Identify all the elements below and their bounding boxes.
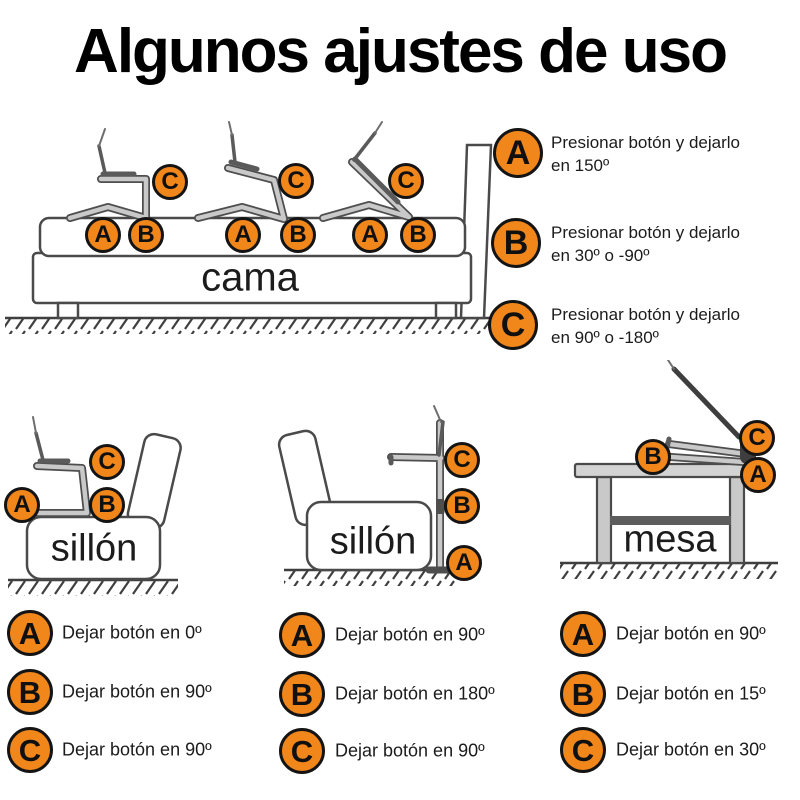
bed-stand2-marker-a: A	[225, 217, 261, 253]
bed-stand2-marker-b: B	[280, 217, 316, 253]
laptop-stand-position-3	[319, 121, 413, 222]
armchair-left-marker-a: A	[4, 487, 40, 523]
table-marker-c: C	[739, 420, 775, 456]
bed-stand3-marker-c: C	[388, 163, 424, 199]
armchair-middle-marker-b: B	[444, 488, 480, 524]
legend-text-a: Presionar botón y dejarlo en 150º	[551, 133, 741, 175]
laptop-stand-position-1	[66, 128, 150, 222]
bed-leg-left	[56, 301, 80, 320]
armchair-middle-illustration	[277, 405, 457, 586]
legend3-text-b: Dejar botón en 15º	[616, 683, 766, 704]
legend3-marker-b: B	[560, 671, 606, 717]
legend-text-b: Presionar botón y dejarlo en 30º o -90º	[551, 223, 741, 265]
bed-stand1-marker-c: C	[152, 164, 188, 200]
armchair-middle-label: sillón	[329, 520, 417, 563]
legend1-marker-b: B	[7, 669, 53, 715]
bed-stand3-marker-a: A	[352, 217, 388, 253]
legend-marker-b: B	[491, 218, 541, 268]
legend2-text-c: Dejar botón en 90º	[335, 740, 485, 761]
armchair-middle-marker-a: A	[446, 545, 482, 581]
armchair-left-marker-c: C	[89, 444, 125, 480]
legend1-text-a: Dejar botón en 0º	[62, 622, 202, 643]
laptop-stand-folded	[663, 360, 756, 466]
ground	[560, 561, 778, 579]
legend-marker-a: A	[493, 128, 543, 178]
legend3-marker-c: C	[560, 727, 606, 773]
legend2-marker-c: C	[279, 728, 325, 774]
armchair-middle-marker-c: C	[444, 442, 480, 478]
table-leg-left	[595, 475, 613, 565]
legend1-marker-c: C	[7, 727, 53, 773]
legend2-marker-b: B	[279, 671, 325, 717]
armchair-left-marker-b: B	[89, 487, 125, 523]
backrest	[126, 432, 182, 530]
page-title: Algunos ajustes de uso	[74, 17, 728, 86]
table-crossbar	[610, 516, 731, 525]
table-marker-b: B	[635, 439, 671, 475]
legend3-text-a: Dejar botón en 90º	[616, 623, 766, 644]
bed-stand1-marker-a: A	[85, 217, 121, 253]
bed-leg-right	[434, 301, 458, 320]
legend3-marker-a: A	[560, 611, 606, 657]
legend2-marker-a: A	[279, 612, 325, 658]
bed-stand2-marker-c: C	[278, 163, 314, 199]
bed-label: cama	[201, 255, 299, 300]
bed-stand1-marker-b: B	[128, 217, 164, 253]
legend-marker-c: C	[488, 300, 538, 350]
table-leg-right	[728, 475, 746, 565]
legend2-text-b: Dejar botón en 180º	[335, 683, 495, 704]
armchair-left-illustration	[8, 416, 182, 596]
table-illustration	[560, 360, 778, 579]
bed-stand3-marker-b: B	[400, 217, 436, 253]
legend1-marker-a: A	[7, 610, 53, 656]
legend2-text-a: Dejar botón en 90º	[335, 624, 485, 645]
legend3-text-c: Dejar botón en 30º	[616, 739, 766, 760]
table-label: mesa	[623, 518, 717, 561]
legend-text-c: Presionar botón y dejarlo en 90º o -180º	[551, 305, 741, 347]
ground	[8, 578, 178, 596]
laptop-stand	[32, 416, 91, 517]
armchair-left-label: sillón	[50, 527, 138, 570]
legend1-text-c: Dejar botón en 90º	[62, 739, 212, 760]
ground	[5, 316, 500, 334]
legend1-text-b: Dejar botón en 90º	[62, 681, 212, 702]
table-marker-a: A	[740, 457, 776, 493]
seat	[305, 500, 433, 572]
laptop-stand-position-2	[194, 121, 288, 223]
